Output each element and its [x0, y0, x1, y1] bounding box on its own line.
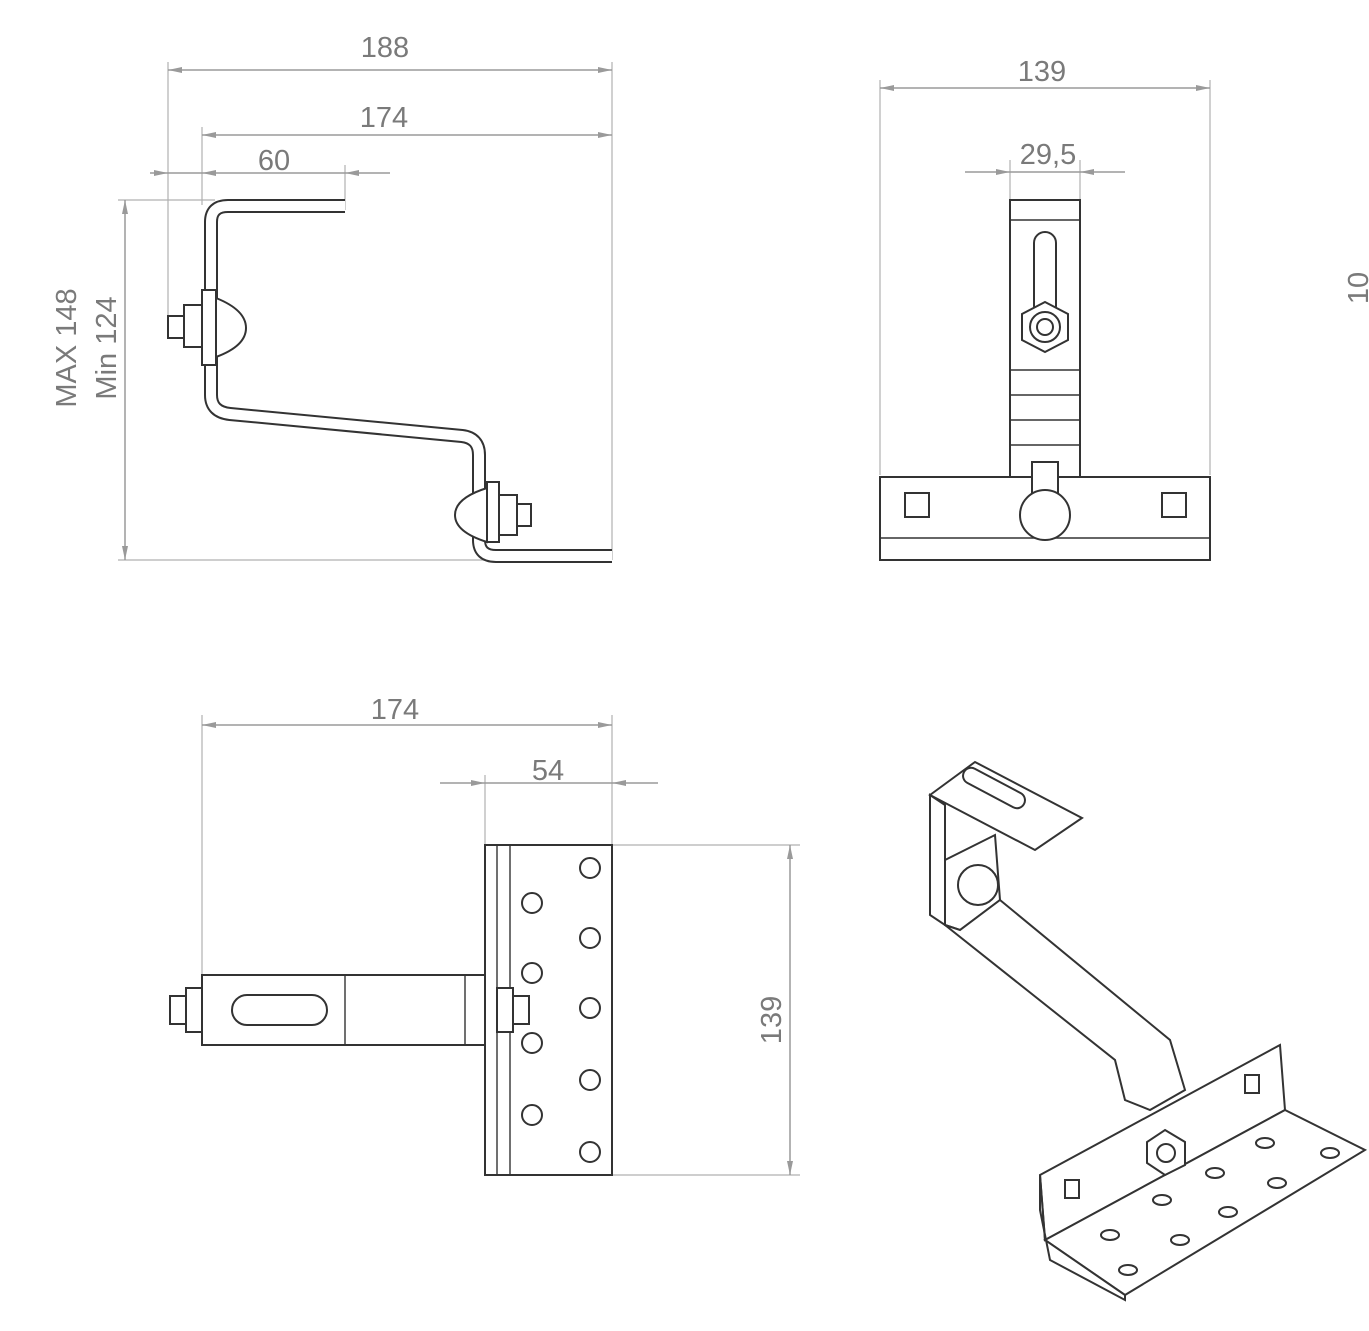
dim-label-139-front: 139 — [1018, 56, 1066, 88]
side-view: 188 174 60 MAX 148 Min 124 — [51, 32, 613, 563]
front-bracket — [879, 199, 1211, 561]
front-view: 139 29,5 — [879, 56, 1211, 561]
dim-label-max-148: MAX 148 — [51, 288, 83, 407]
dim-label-54: 54 — [532, 755, 564, 787]
isometric-view — [928, 760, 1368, 1302]
hook-profile — [167, 199, 612, 563]
edge-fragment-label: 10 — [1343, 272, 1369, 304]
top-view: 174 54 139 — [169, 694, 800, 1176]
plate-holes — [521, 857, 601, 1163]
dim-label-min-124: Min 124 — [91, 296, 123, 399]
dim-label-174: 174 — [360, 102, 408, 134]
dim-label-139-top: 139 — [756, 996, 788, 1044]
top-bracket — [169, 844, 613, 1176]
dim-label-60: 60 — [258, 145, 290, 177]
iso-plate-holes — [1100, 1137, 1340, 1276]
dim-label-174-top: 174 — [371, 694, 419, 726]
dim-label-29-5: 29,5 — [1020, 139, 1076, 171]
dim-label-188: 188 — [361, 32, 409, 64]
